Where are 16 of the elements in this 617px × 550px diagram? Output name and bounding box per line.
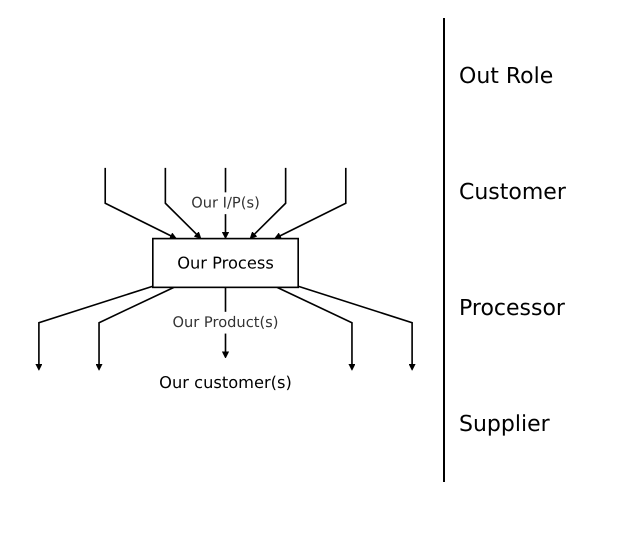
edge-label: Our Product(s): [172, 314, 279, 332]
arrow: [276, 286, 356, 370]
arrow: [274, 168, 347, 239]
arrow: [95, 286, 174, 370]
edge-label: Our I/P(s): [191, 194, 260, 212]
role-label: Customer: [459, 180, 567, 204]
column-heading: Out Role: [459, 64, 554, 88]
node-text: Our customer(s): [159, 372, 292, 392]
role-label: Supplier: [459, 412, 551, 436]
arrow: [250, 168, 286, 239]
arrow: [298, 285, 416, 370]
role-label: Processor: [459, 296, 566, 320]
arrow: [164, 168, 202, 239]
arrow: [35, 285, 154, 370]
arrow: [104, 168, 177, 239]
node-box: Our Process: [152, 238, 299, 288]
